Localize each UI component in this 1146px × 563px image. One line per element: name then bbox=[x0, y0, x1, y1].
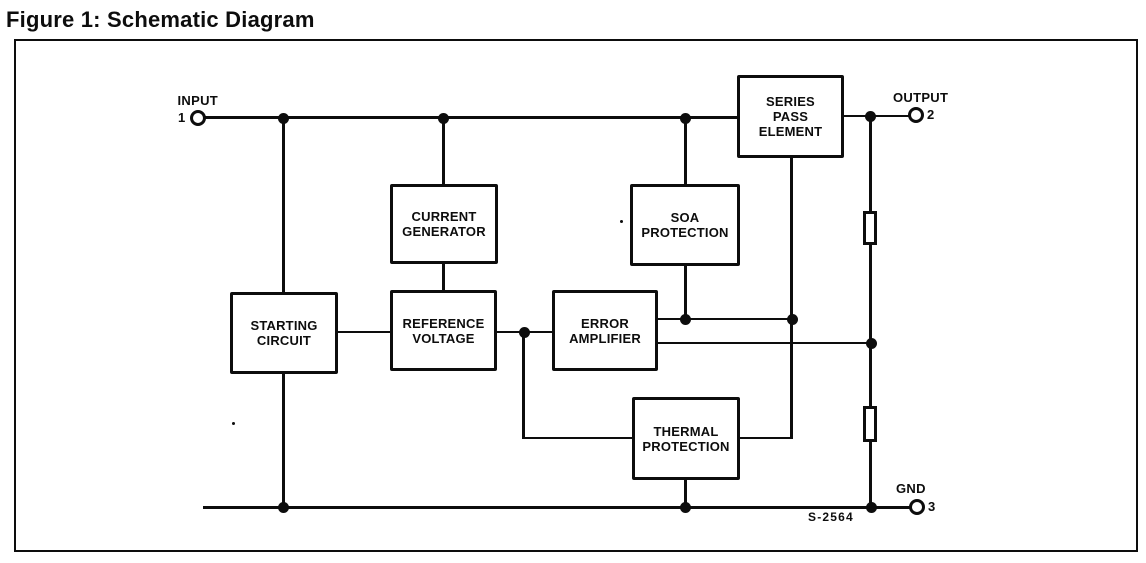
block-soa-protection: SOA PROTECTION bbox=[630, 184, 740, 266]
output-terminal bbox=[908, 107, 924, 123]
wire bbox=[684, 117, 687, 185]
input-label: INPUT bbox=[177, 93, 218, 108]
block-starting-circuit: STARTING CIRCUIT bbox=[230, 292, 338, 374]
ink-speck bbox=[620, 220, 623, 223]
gnd-pin: 3 bbox=[928, 499, 936, 514]
junction-dot bbox=[786, 313, 798, 325]
junction-dot bbox=[679, 112, 691, 124]
wire bbox=[282, 371, 285, 508]
wire bbox=[657, 341, 872, 344]
wire bbox=[740, 436, 792, 439]
block-label: SERIES PASS ELEMENT bbox=[758, 94, 823, 139]
output-label: OUTPUT bbox=[893, 90, 949, 105]
block-thermal-protection: THERMAL PROTECTION bbox=[632, 397, 740, 480]
block-reference-voltage: REFERENCE VOLTAGE bbox=[390, 290, 497, 371]
block-label: SOA PROTECTION bbox=[641, 210, 729, 240]
wire bbox=[869, 115, 872, 508]
wire bbox=[790, 155, 793, 439]
gnd-label: GND bbox=[896, 481, 926, 496]
wire bbox=[523, 436, 633, 439]
drawing-code: S-2564 bbox=[808, 510, 854, 524]
gnd-terminal bbox=[909, 499, 925, 515]
block-label: REFERENCE VOLTAGE bbox=[402, 315, 485, 346]
block-current-generator: CURRENT GENERATOR bbox=[390, 184, 498, 264]
figure-title: Figure 1: Schematic Diagram bbox=[6, 7, 315, 32]
output-pin: 2 bbox=[927, 107, 935, 122]
resistor bbox=[863, 211, 877, 245]
junction-dot bbox=[865, 337, 877, 349]
wire bbox=[282, 117, 285, 292]
junction-dot bbox=[277, 501, 289, 513]
wire bbox=[842, 114, 910, 117]
wire bbox=[204, 116, 738, 119]
resistor bbox=[863, 406, 877, 442]
wire bbox=[684, 479, 687, 508]
junction-dot bbox=[865, 501, 877, 513]
wire bbox=[442, 117, 445, 185]
wire bbox=[684, 264, 687, 320]
junction-dot bbox=[437, 112, 449, 124]
ink-speck bbox=[232, 422, 235, 425]
block-label: CURRENT GENERATOR bbox=[402, 209, 486, 239]
wire bbox=[442, 262, 445, 291]
block-label: STARTING CIRCUIT bbox=[250, 318, 318, 348]
junction-dot bbox=[277, 112, 289, 124]
block-label: ERROR AMPLIFIER bbox=[569, 315, 641, 346]
schematic-frame bbox=[14, 39, 1138, 552]
input-pin: 1 bbox=[178, 110, 186, 125]
wire bbox=[337, 330, 391, 333]
junction-dot bbox=[679, 501, 691, 513]
wire bbox=[657, 317, 793, 320]
junction-dot bbox=[679, 313, 691, 325]
wire bbox=[203, 505, 910, 509]
input-terminal bbox=[190, 110, 206, 126]
block-label: THERMAL PROTECTION bbox=[642, 423, 730, 454]
block-error-amplifier: ERROR AMPLIFIER bbox=[552, 290, 658, 371]
junction-dot bbox=[864, 110, 876, 122]
wire bbox=[522, 331, 525, 439]
block-series-pass-element: SERIES PASS ELEMENT bbox=[737, 75, 844, 158]
junction-dot bbox=[518, 326, 530, 338]
